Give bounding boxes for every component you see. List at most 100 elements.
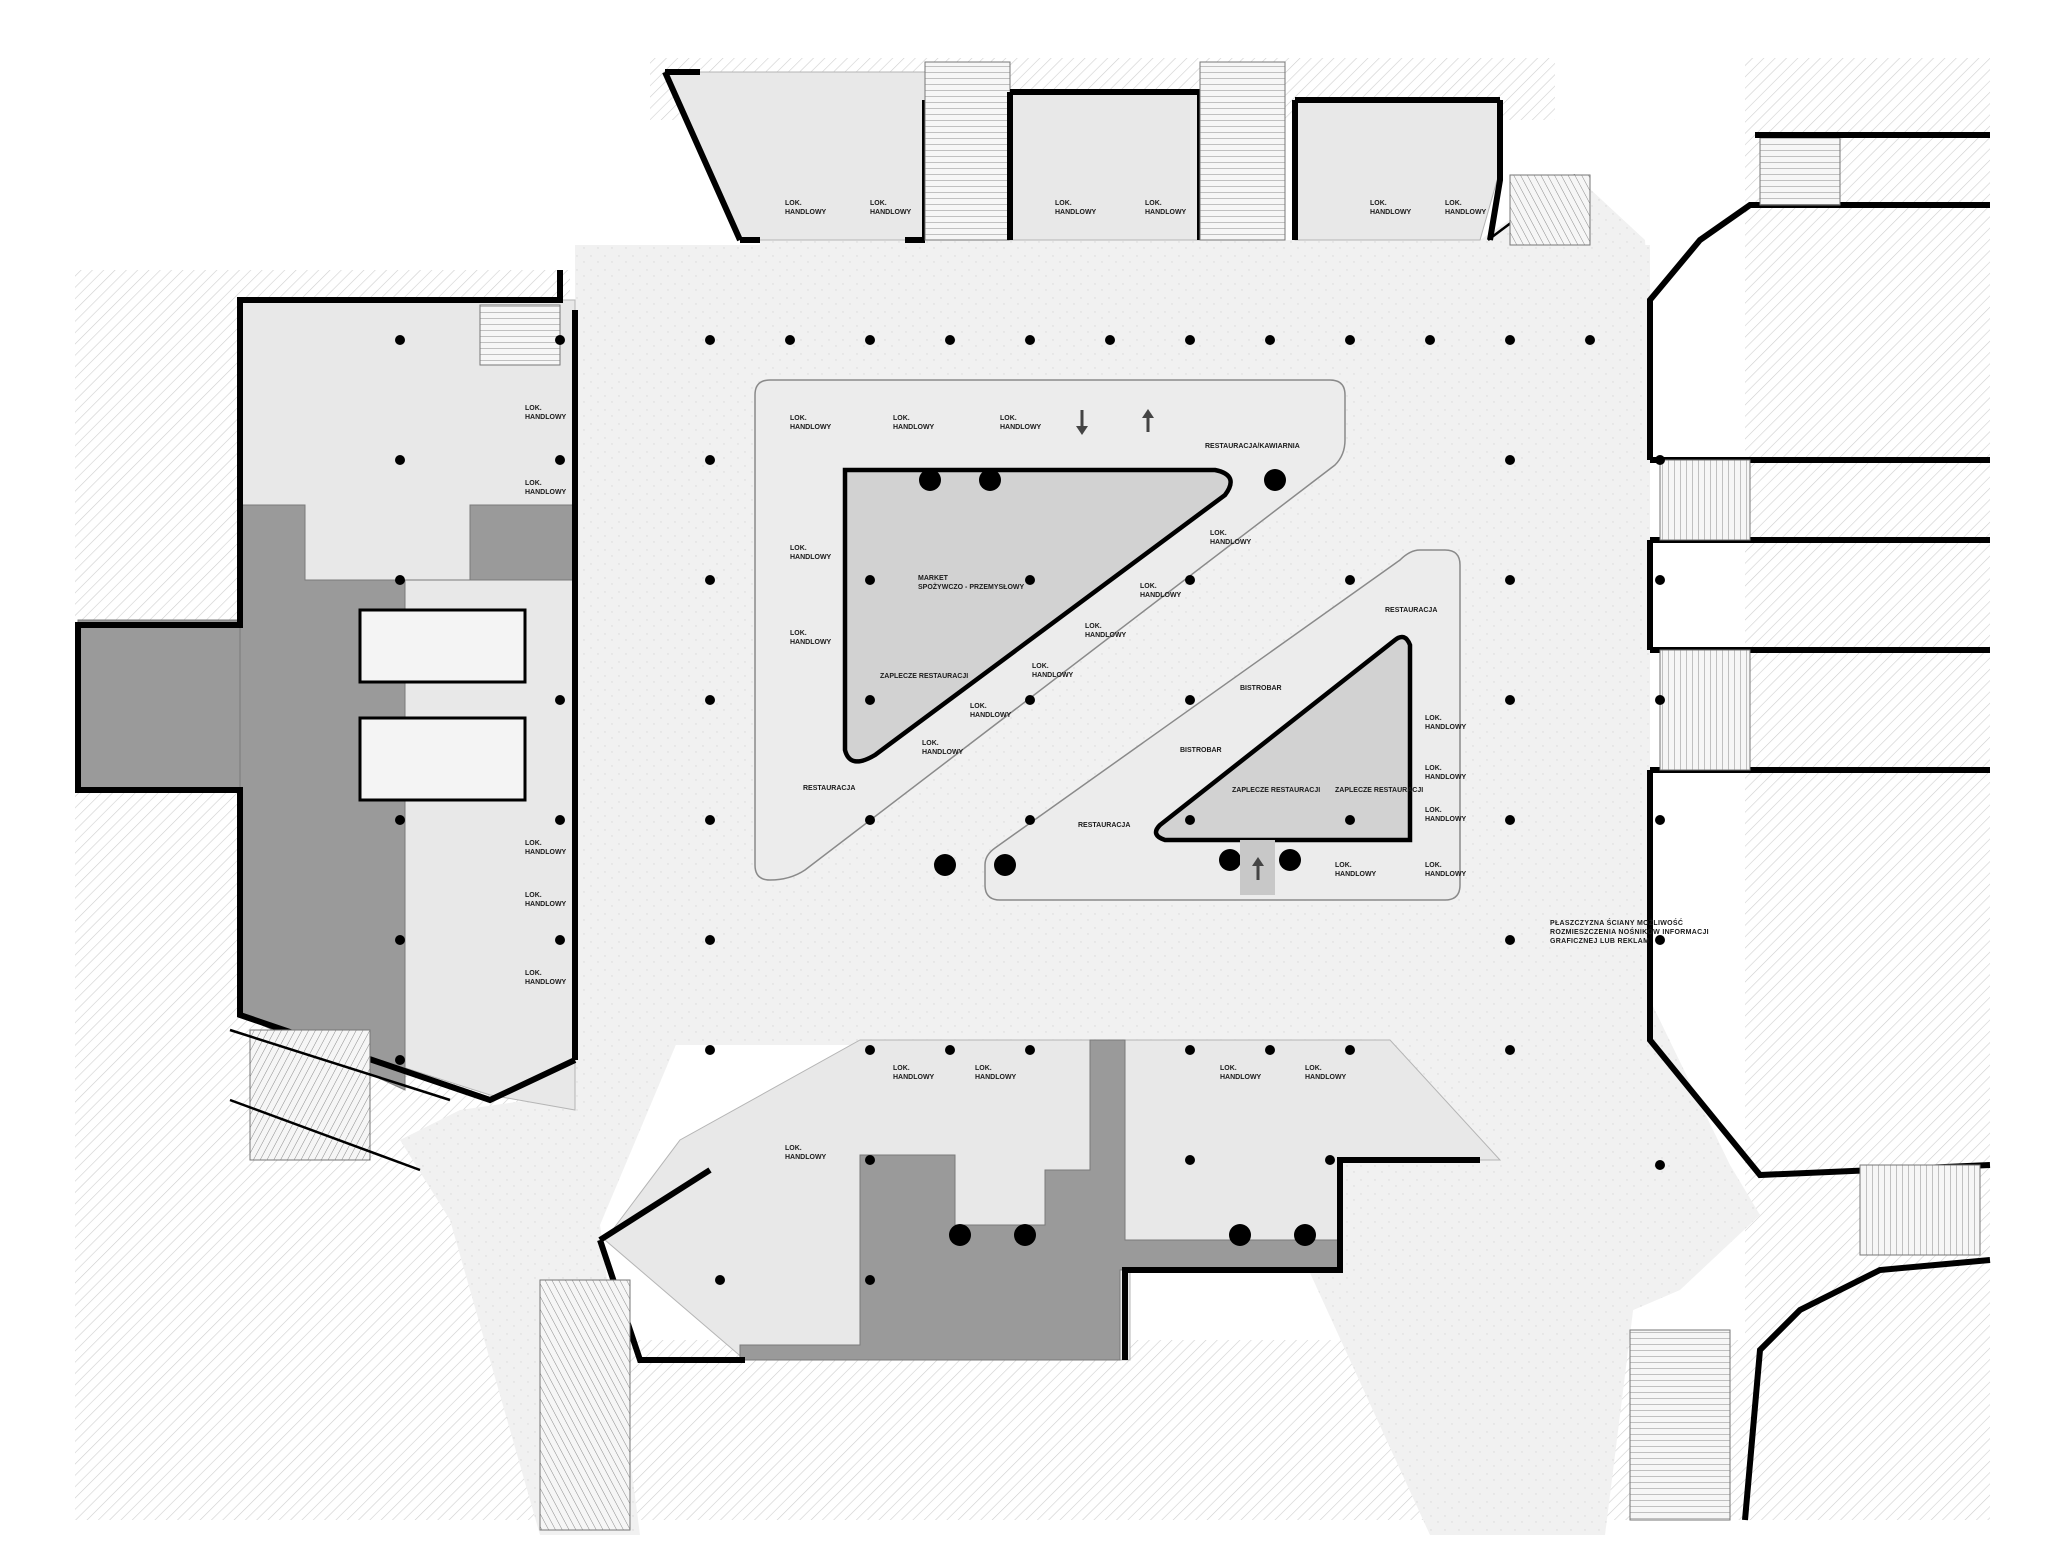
room-label: ZAPLECZE RESTAURACJI — [880, 673, 968, 680]
room-label: RESTAURACJA — [1385, 607, 1437, 614]
column-icon — [1185, 815, 1195, 825]
column-icon — [785, 335, 795, 345]
room-label: LOK.HANDLOWY — [790, 545, 832, 561]
room-label: ZAPLECZE RESTAURACJI — [1232, 787, 1320, 794]
column-icon — [1025, 695, 1035, 705]
column-icon — [395, 455, 405, 465]
room-label: LOK.HANDLOWY — [975, 1065, 1017, 1081]
column-icon — [865, 1275, 875, 1285]
arrow-down-icon — [1076, 410, 1088, 435]
room-label: LOK.HANDLOWY — [790, 630, 832, 646]
column-icon — [555, 695, 565, 705]
room-label: LOK.HANDLOWY — [1085, 623, 1127, 639]
column-icon — [705, 575, 715, 585]
arrow-up-icon — [1240, 840, 1275, 895]
column-icon — [1185, 1155, 1195, 1165]
room-label: LOK.HANDLOWY — [525, 970, 567, 986]
room-label: LOK.HANDLOWY — [1145, 200, 1187, 216]
column-icon — [395, 815, 405, 825]
column-icon — [1264, 469, 1286, 491]
column-icon — [1505, 695, 1515, 705]
column-icon — [555, 935, 565, 945]
room-label: LOK.HANDLOWY — [1425, 715, 1467, 731]
column-icon — [1229, 1224, 1251, 1246]
room-label: BISTROBAR — [1180, 747, 1222, 754]
room-label: LOK.HANDLOWY — [893, 415, 935, 431]
column-icon — [1025, 1045, 1035, 1055]
column-icon — [1325, 1155, 1335, 1165]
column-icon — [1655, 695, 1665, 705]
column-icon — [994, 854, 1016, 876]
column-icon — [1655, 455, 1665, 465]
column-icon — [1185, 575, 1195, 585]
column-icon — [705, 815, 715, 825]
room-label: LOK.HANDLOWY — [1140, 583, 1182, 599]
room-label: RESTAURACJA/KAWIARNIA — [1205, 443, 1300, 450]
room-label: RESTAURACJA — [803, 785, 855, 792]
column-icon — [865, 335, 875, 345]
column-icon — [1105, 335, 1115, 345]
room-label: LOK.HANDLOWY — [785, 200, 827, 216]
room-label: LOK.HANDLOWY — [1425, 807, 1467, 823]
column-icon — [395, 935, 405, 945]
column-icon — [715, 1275, 725, 1285]
column-icon — [1505, 335, 1515, 345]
column-icon — [1655, 815, 1665, 825]
room-label: ZAPLECZE RESTAURACJI — [1335, 787, 1423, 794]
column-icon — [705, 695, 715, 705]
room-label: LOK.HANDLOWY — [1335, 862, 1377, 878]
bistro-core — [1153, 634, 1413, 843]
column-icon — [865, 815, 875, 825]
column-icon — [865, 575, 875, 585]
column-icon — [1505, 1045, 1515, 1055]
plaza-core — [575, 245, 1650, 1045]
column-icon — [555, 455, 565, 465]
column-icon — [1025, 335, 1035, 345]
column-icon — [1014, 1224, 1036, 1246]
arrow-up-icon — [1142, 409, 1154, 432]
room-label: LOK.HANDLOWY — [525, 840, 567, 856]
column-icon — [1425, 335, 1435, 345]
escalator-arrows — [1076, 409, 1275, 895]
top-shops — [662, 61, 1591, 246]
column-icon — [979, 469, 1001, 491]
column-icon — [1505, 455, 1515, 465]
column-icon — [1505, 815, 1515, 825]
room-label: LOK.HANDLOWY — [1032, 663, 1074, 679]
room-label: LOK.HANDLOWY — [870, 200, 912, 216]
column-icon — [865, 695, 875, 705]
column-icon — [945, 335, 955, 345]
column-icon — [865, 1045, 875, 1055]
column-icon — [1265, 1045, 1275, 1055]
column-icon — [1585, 335, 1595, 345]
column-icon — [1025, 575, 1035, 585]
column-icon — [1025, 815, 1035, 825]
room-label: LOK.HANDLOWY — [1370, 200, 1412, 216]
column-icon — [1345, 815, 1355, 825]
column-icon — [1265, 335, 1275, 345]
room-labels: LOK.HANDLOWY LOK.HANDLOWY LOK.HANDLOWY LOK.… — [525, 200, 1487, 1161]
room-label: LOK.HANDLOWY — [525, 480, 567, 496]
right-block — [1629, 132, 1991, 1521]
column-icon — [1655, 575, 1665, 585]
column-icon — [1345, 1045, 1355, 1055]
room-label: LOK.HANDLOWY — [1425, 862, 1467, 878]
room-label: LOK.HANDLOWY — [1220, 1065, 1262, 1081]
column-icon — [1185, 695, 1195, 705]
column-icon — [949, 1224, 971, 1246]
column-icon — [555, 335, 565, 345]
column-icon — [705, 1045, 715, 1055]
structural-columns — [395, 335, 1665, 1285]
column-icon — [1279, 849, 1301, 871]
left-block — [75, 270, 578, 1172]
column-icon — [1219, 849, 1241, 871]
column-icon — [395, 1055, 405, 1065]
column-icon — [934, 854, 956, 876]
column-icon — [395, 335, 405, 345]
column-icon — [1185, 1045, 1195, 1055]
room-label: LOK.HANDLOWY — [893, 1065, 935, 1081]
column-icon — [1505, 935, 1515, 945]
market-core — [842, 467, 1233, 764]
